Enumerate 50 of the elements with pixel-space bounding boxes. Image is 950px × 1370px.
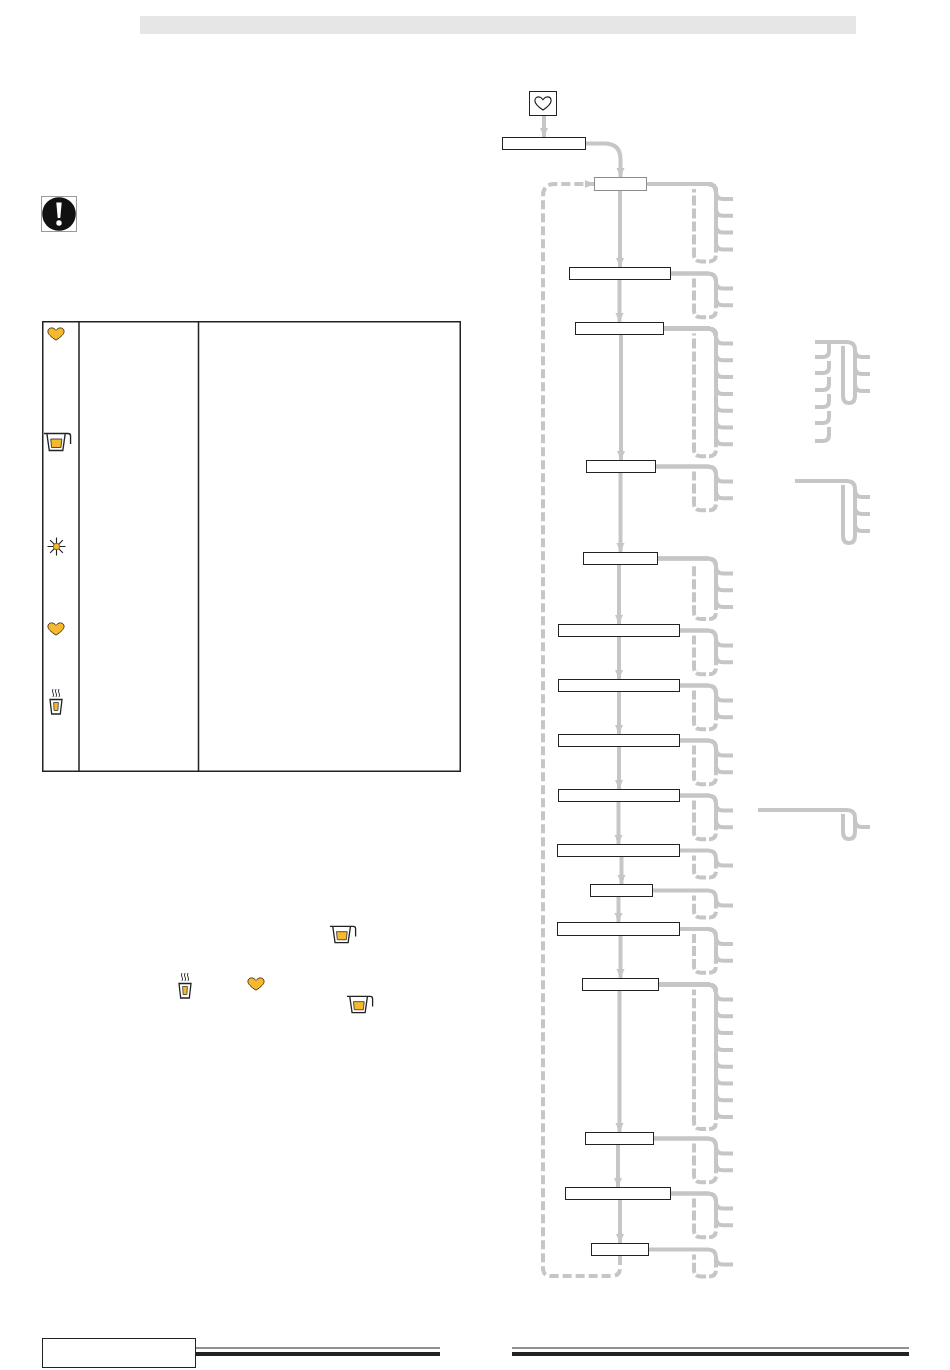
branch-line bbox=[680, 793, 733, 830]
menu-box bbox=[594, 177, 647, 191]
branch-line bbox=[647, 182, 733, 252]
branch-line bbox=[671, 271, 733, 308]
arrow bbox=[614, 802, 623, 844]
arrow bbox=[615, 991, 624, 1132]
arrow bbox=[614, 897, 623, 922]
arrow bbox=[615, 191, 625, 267]
menu-box bbox=[569, 267, 671, 280]
arrow bbox=[616, 936, 625, 978]
branch-line bbox=[680, 683, 733, 720]
menu-box bbox=[565, 1187, 671, 1200]
menu-box bbox=[583, 552, 658, 565]
menu-box bbox=[582, 978, 659, 991]
menu-box bbox=[575, 322, 664, 335]
menu-box bbox=[590, 884, 653, 897]
branch-line bbox=[656, 464, 733, 501]
menu-box bbox=[591, 1243, 649, 1256]
arrow bbox=[615, 280, 624, 322]
arrow bbox=[615, 1200, 625, 1243]
branch-line bbox=[653, 888, 733, 908]
menu-box bbox=[558, 789, 680, 802]
arrow bbox=[614, 565, 624, 624]
menu-box bbox=[557, 922, 680, 936]
menu-box bbox=[557, 844, 680, 857]
arrow bbox=[613, 1145, 623, 1187]
arrow bbox=[614, 692, 624, 734]
arrow bbox=[614, 747, 624, 789]
branch-line bbox=[680, 738, 733, 775]
menu-box bbox=[558, 679, 680, 692]
branch-line bbox=[649, 1247, 733, 1267]
branch-line bbox=[680, 848, 733, 868]
menu-box bbox=[586, 460, 656, 473]
arrow bbox=[586, 141, 625, 177]
arrow bbox=[617, 857, 626, 884]
branch-line bbox=[680, 628, 733, 665]
branch-line bbox=[680, 927, 733, 963]
arrow bbox=[616, 335, 626, 460]
branch-line bbox=[654, 1136, 733, 1173]
menu-box bbox=[558, 734, 680, 747]
arrow bbox=[541, 179, 622, 1278]
menu-box bbox=[558, 624, 680, 637]
arrow bbox=[539, 116, 549, 137]
menu-box bbox=[502, 137, 586, 150]
menu-box bbox=[585, 1132, 654, 1145]
arrow bbox=[614, 637, 624, 679]
arrow bbox=[616, 473, 625, 552]
branch-line bbox=[658, 556, 733, 610]
branch-line bbox=[671, 1191, 733, 1228]
symbol-box bbox=[529, 91, 557, 116]
